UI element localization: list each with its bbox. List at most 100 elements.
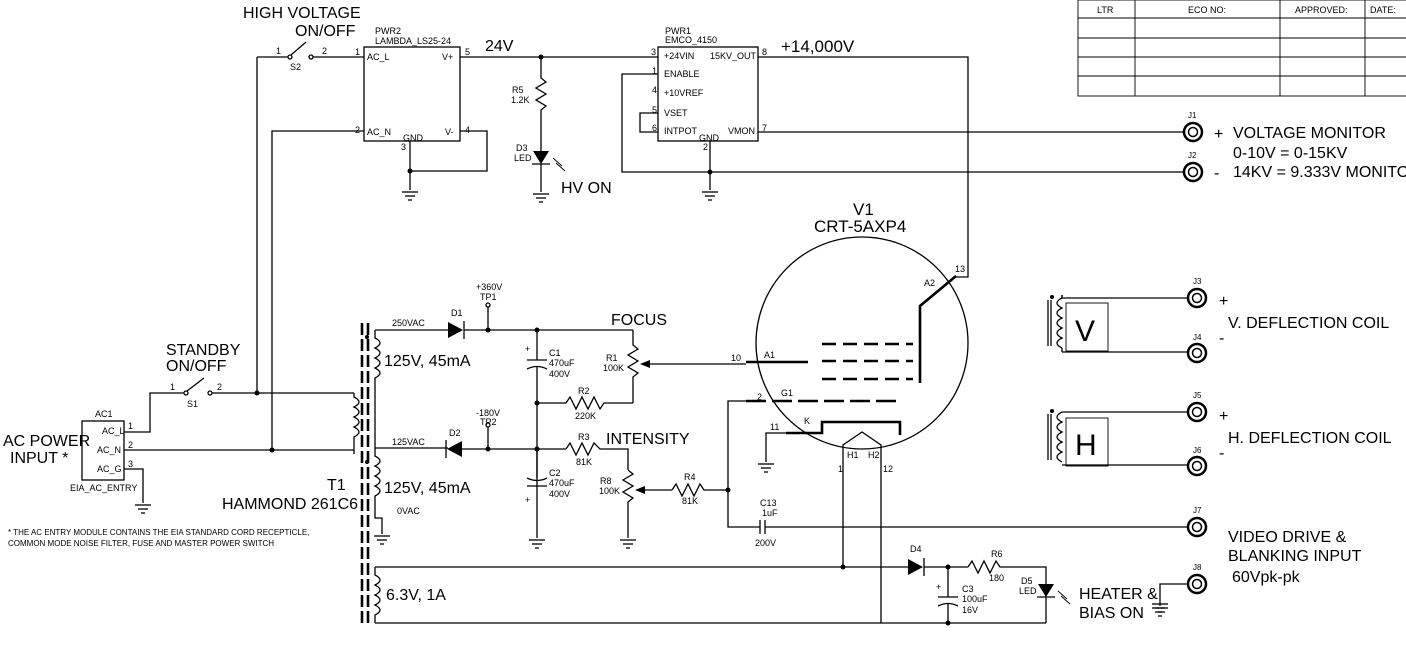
v-deflection-label: V. DEFLECTION COIL [1228,315,1389,332]
ac-entry-module: AC POWER INPUT * AC1 AC_L AC_N AC_G 1 2 … [3,392,354,548]
hv-switch-subtitle: ON/OFF [295,23,356,40]
svg-text:200V: 200V [755,538,776,548]
svg-text:1: 1 [128,421,133,431]
svg-text:+: + [525,344,530,354]
svg-text:7: 7 [762,123,767,133]
svg-text:R4: R4 [684,472,696,482]
ac-power-label: AC POWER [3,433,90,450]
blanking-input-label: BLANKING INPUT [1228,548,1362,565]
svg-text:12: 12 [883,464,893,474]
svg-text:81K: 81K [576,457,592,467]
t1-part-label: HAMMOND 261C6 [222,496,358,513]
jack-j5[interactable] [1186,401,1208,423]
svg-text:6: 6 [652,123,657,133]
svg-text:D3: D3 [516,143,528,153]
switch-s1: STANDBY ON/OFF 1 2 S1 [166,57,354,453]
svg-text:3: 3 [651,47,656,57]
jack-j3[interactable] [1186,287,1208,309]
intensity-label: INTENSITY [606,431,690,448]
video-input: C13 1uF 200V J7 VIDEO DRIVE & BLANKING I… [727,400,1362,586]
svg-text:J1: J1 [1188,111,1197,120]
svg-text:LAMBDA_LS25-24: LAMBDA_LS25-24 [375,36,451,46]
svg-text:C13: C13 [760,498,777,508]
svg-text:R8: R8 [600,476,612,486]
svg-text:-180V: -180V [476,408,500,418]
svg-text:K: K [804,416,810,426]
svg-text:J3: J3 [1193,277,1202,286]
svg-text:AC_N: AC_N [367,127,391,137]
svg-text:J2: J2 [1188,151,1197,160]
standby-title: STANDBY [166,342,241,359]
svg-text:15KV_OUT: 15KV_OUT [710,51,757,61]
svg-text:2: 2 [128,440,133,450]
svg-text:VMON: VMON [728,126,755,136]
svg-text:-: - [1219,330,1224,347]
svg-text:C2: C2 [549,468,561,478]
monitor-14kv-label: 14KV = 9.333V MONITOR [1233,164,1406,181]
svg-text:2: 2 [355,125,360,135]
svg-text:180: 180 [989,573,1004,583]
svg-text:-: - [1219,445,1224,462]
bias-on-label: BIAS ON [1079,605,1144,622]
svg-text:1: 1 [276,46,281,56]
table-header-date: DATE: [1370,5,1396,15]
svg-text:1uF: 1uF [762,508,778,518]
svg-text:100K: 100K [599,486,620,496]
t1-ref: T1 [327,477,346,494]
svg-text:1: 1 [355,47,360,57]
svg-text:A2: A2 [924,278,935,288]
footnote-line2: COMMON MODE NOISE FILTER, FUSE AND MASTE… [8,539,274,548]
table-header-ltr: LTR [1097,5,1114,15]
svg-text:470uF: 470uF [549,478,575,488]
svg-text:D5: D5 [1021,576,1033,586]
svg-text:LED: LED [514,153,532,163]
svg-text:VSET: VSET [664,108,688,118]
svg-text:LED: LED [1019,586,1037,596]
intensity-supply: D2 -180V TP2 C2 470uF 400V + R3 81K INTE… [445,408,731,549]
svg-text:2: 2 [322,46,327,56]
svg-text:J7: J7 [1193,506,1202,515]
video-level-label: 60Vpk-pk [1232,569,1301,586]
svg-text:AC_L: AC_L [102,426,125,436]
pwr2-supply: PWR2 LAMBDA_LS25-24 AC_L AC_N V+ V- GND … [271,26,514,449]
svg-text:+: + [1219,408,1228,425]
monitor-scale-label: 0-10V = 0-15KV [1233,145,1348,162]
jack-j2[interactable] [1182,161,1204,183]
svg-text:-: - [1214,165,1219,182]
jack-j1[interactable] [1182,121,1204,143]
h-deflection-label: H. DEFLECTION COIL [1228,430,1392,447]
svg-text:ENABLE: ENABLE [664,69,700,79]
svg-text:J4: J4 [1193,333,1202,342]
svg-text:AC_G: AC_G [97,464,122,474]
svg-text:G1: G1 [781,388,793,398]
svg-text:2: 2 [217,382,222,392]
jack-j7[interactable] [1186,516,1208,538]
jack-j4[interactable] [1186,342,1208,364]
svg-text:C1: C1 [549,348,561,358]
24v-label: 24V [485,38,514,55]
svg-text:R1: R1 [606,353,618,363]
r5-d3-indicator: R5 1.2K D3 LED HV ON [511,57,612,203]
heater-label: HEATER & [1079,586,1158,603]
hv-switch-title: HIGH VOLTAGE [243,5,361,22]
svg-text:13: 13 [955,264,965,274]
svg-text:D1: D1 [451,308,463,318]
secondary-3-label: 6.3V, 1A [386,587,446,604]
jack-j8[interactable] [1186,573,1208,595]
jack-j6[interactable] [1186,455,1208,477]
svg-text:3: 3 [128,459,133,469]
svg-text:EMCO_4150: EMCO_4150 [665,35,717,45]
svg-text:D4: D4 [910,544,922,554]
standby-subtitle: ON/OFF [166,358,227,375]
svg-text:1.2K: 1.2K [511,95,530,105]
secondary-1-label: 125V, 45mA [384,353,471,370]
svg-text:81K: 81K [682,496,698,506]
svg-text:J6: J6 [1193,446,1202,455]
svg-text:R5: R5 [512,85,524,95]
svg-text:D2: D2 [449,428,461,438]
monitor-jacks: J1 J2 + - VOLTAGE MONITOR 0-10V = 0-15KV… [1182,111,1406,183]
s2-ref: S2 [290,62,301,72]
svg-text:11: 11 [770,422,779,432]
voltage-monitor-label: VOLTAGE MONITOR [1233,125,1386,142]
